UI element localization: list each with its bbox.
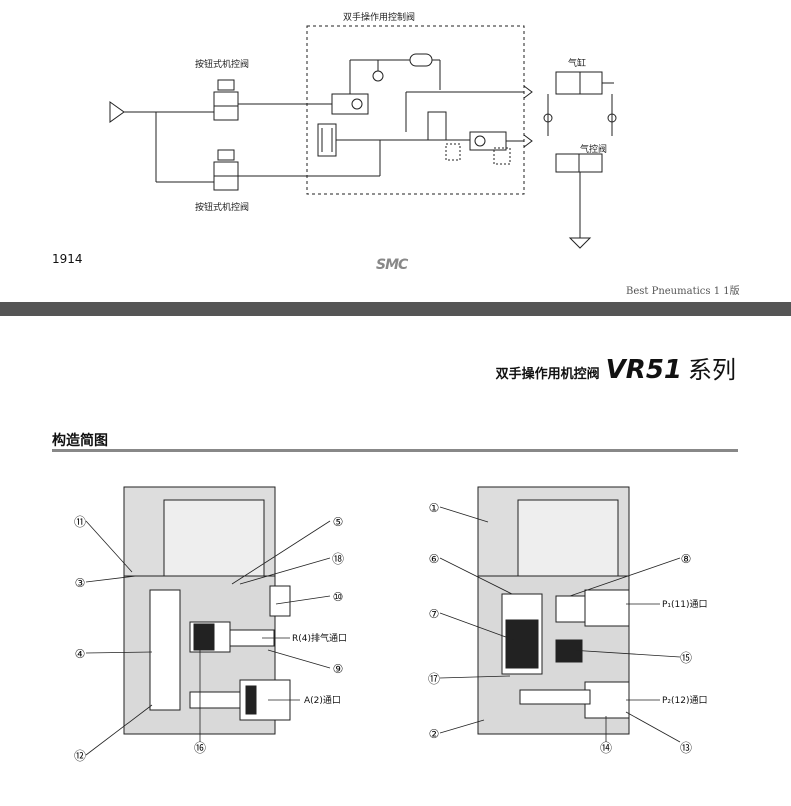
callout-left-4: ⑫ [74, 749, 86, 763]
callout-right-1: ① [429, 501, 440, 515]
callout-right-8: ⑭ [600, 741, 612, 755]
smc-logo: SMC [376, 257, 408, 273]
page-header: 双手操作用机控阀 VR51 系列 [496, 350, 736, 385]
page-divider [0, 302, 791, 316]
callout-right-9: ⑬ [680, 741, 692, 755]
air-valve-label: 气控阀 [580, 143, 607, 155]
cylinder-label: 气缸 [568, 57, 586, 69]
callout-right-2: ⑥ [429, 552, 440, 566]
callout-left-6: ⑤ [333, 515, 344, 529]
callout-left-5: ⑯ [194, 741, 206, 755]
callout-left-1: ⑪ [74, 515, 86, 529]
supply-symbol [109, 101, 125, 123]
section-rule [52, 449, 738, 452]
header-model: VR51 [605, 355, 682, 385]
watermark: Best Pneumatics 1 1版 [626, 286, 740, 297]
port-label-exhaust: R(4)排气通口 [292, 632, 347, 644]
circuit-svg: 双手操作用控制阀 按钮式机控阀 按钮式机控阀 气缸 气控阀 [109, 11, 617, 249]
page-number: 1914 [52, 252, 83, 266]
header-title: 双手操作用机控阀 [495, 367, 600, 382]
callout-right-5: ② [429, 727, 440, 741]
callout-left-7: ⑱ [332, 552, 344, 566]
control-box [306, 25, 525, 195]
callout-right-4: ⑰ [428, 672, 440, 686]
callout-left-8: ⑩ [333, 590, 344, 604]
header-series: 系列 [688, 356, 736, 384]
callout-right-7: ⑮ [680, 651, 692, 665]
section-title: 构造简图 [52, 433, 108, 449]
valve-top-label: 按钮式机控阀 [195, 58, 249, 70]
valve-bottom-label: 按钮式机控阀 [195, 201, 249, 213]
port-label-p1: P₁(11)通口 [662, 599, 708, 610]
callout-right-3: ⑦ [429, 607, 440, 621]
circuit-box-title: 双手操作用控制阀 [343, 11, 415, 23]
callout-left-3: ④ [75, 647, 86, 661]
callout-left-2: ③ [75, 576, 86, 590]
callout-right-6: ⑧ [681, 552, 692, 566]
callout-left-9: ⑨ [333, 662, 344, 676]
port-label-a: A(2)通口 [304, 695, 341, 706]
port-label-p2: P₂(12)通口 [662, 695, 708, 706]
